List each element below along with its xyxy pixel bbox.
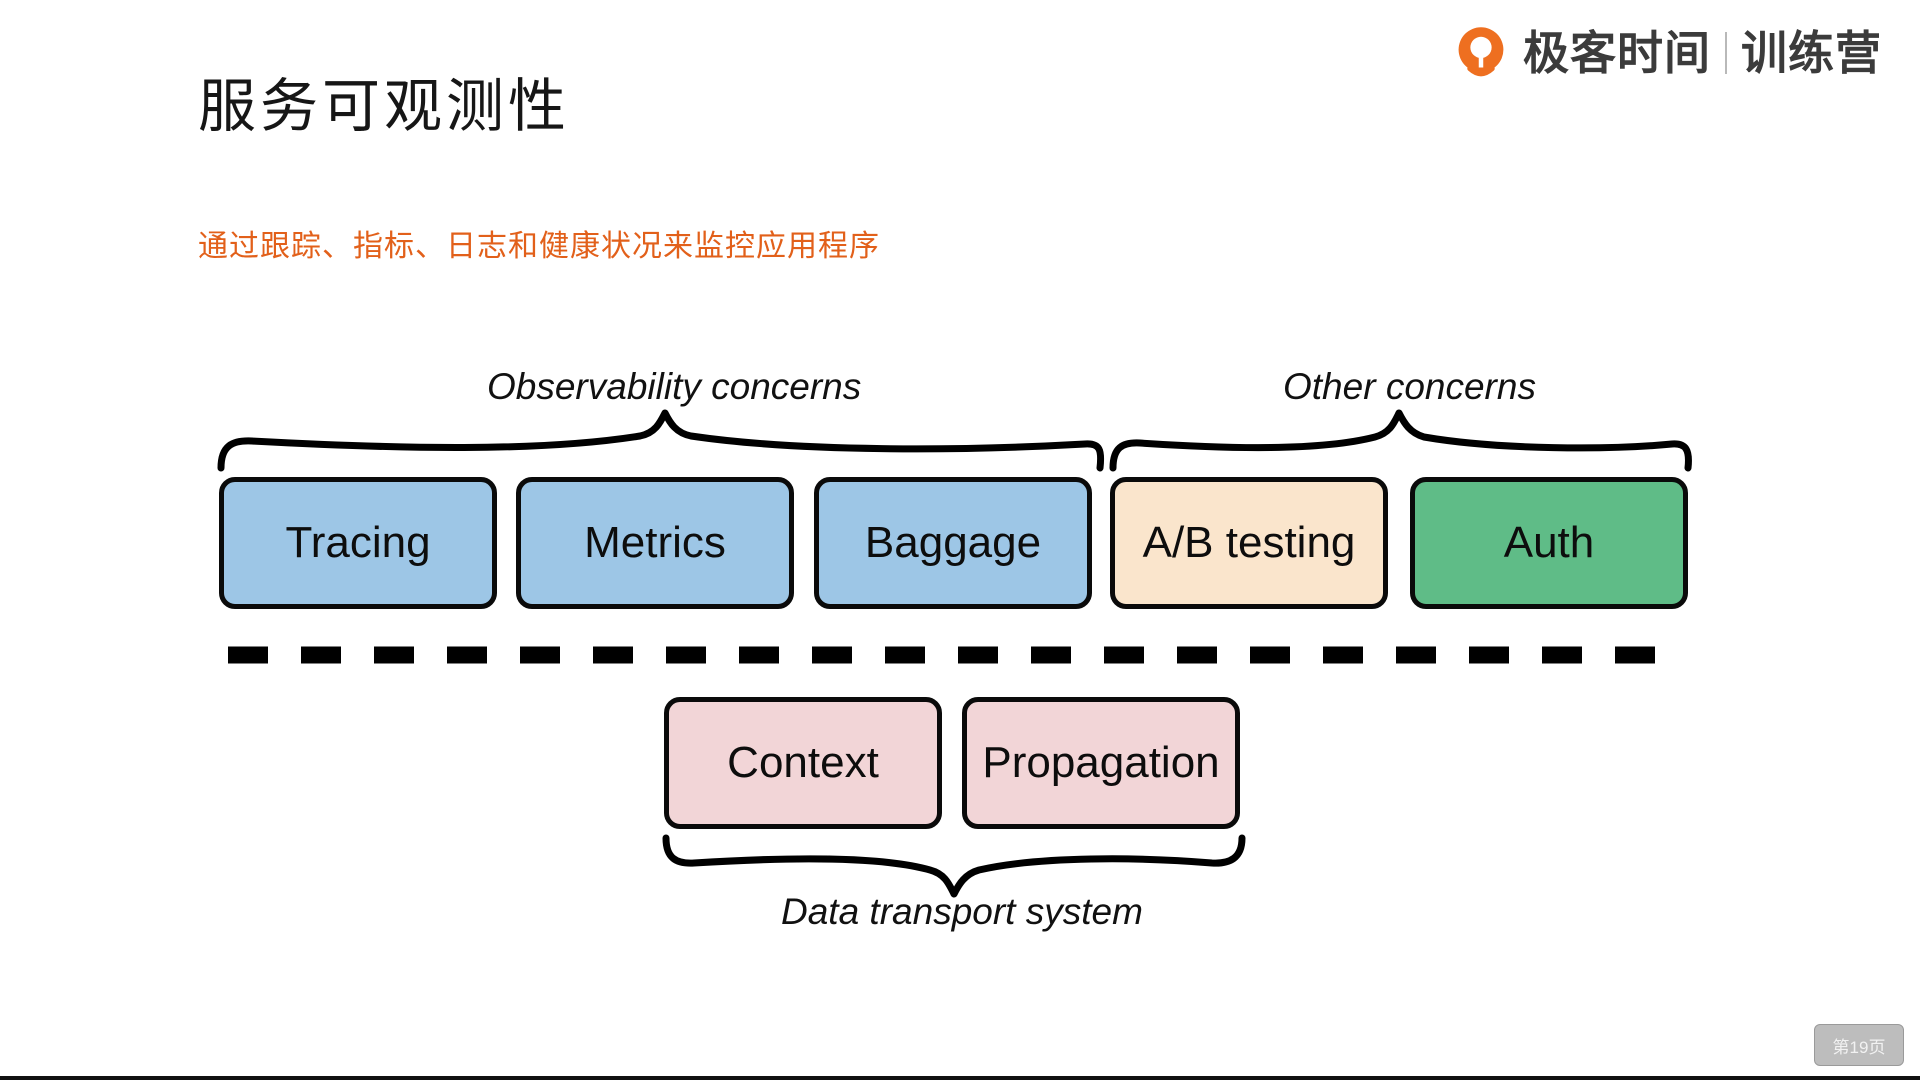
concept-box-context[interactable]: Context: [664, 697, 942, 829]
concept-box-ab-testing[interactable]: A/B testing: [1110, 477, 1388, 609]
brace-label-observability: Observability concerns: [487, 366, 862, 407]
brace-label-transport: Data transport system: [781, 891, 1143, 932]
brace-observability: [217, 409, 1105, 472]
brand-primary-text: 极客时间: [1523, 27, 1711, 79]
concept-box-auth[interactable]: Auth: [1410, 477, 1688, 609]
brace-transport: [662, 834, 1246, 898]
page-subtitle: 通过跟踪、指标、日志和健康状况来监控应用程序: [198, 230, 880, 263]
concept-box-metrics[interactable]: Metrics: [516, 477, 794, 609]
bottom-rule: [0, 1076, 1920, 1080]
page-title: 服务可观测性: [198, 74, 571, 139]
concept-box-propagation[interactable]: Propagation: [962, 697, 1240, 829]
brand-divider: [1725, 32, 1727, 74]
brand-wordmark: 极客时间 训练营: [1523, 30, 1882, 76]
page-number-badge: 第19页: [1814, 1024, 1904, 1066]
brace-other: [1109, 409, 1692, 472]
brand-secondary-text: 训练营: [1741, 27, 1882, 79]
concept-box-baggage[interactable]: Baggage: [814, 477, 1092, 609]
brace-label-other: Other concerns: [1283, 366, 1536, 407]
geekbang-location-pin-icon: [1458, 27, 1504, 77]
brand-logo: 极客时间 训练营: [1453, 22, 1882, 84]
concept-box-tracing[interactable]: Tracing: [219, 477, 497, 609]
